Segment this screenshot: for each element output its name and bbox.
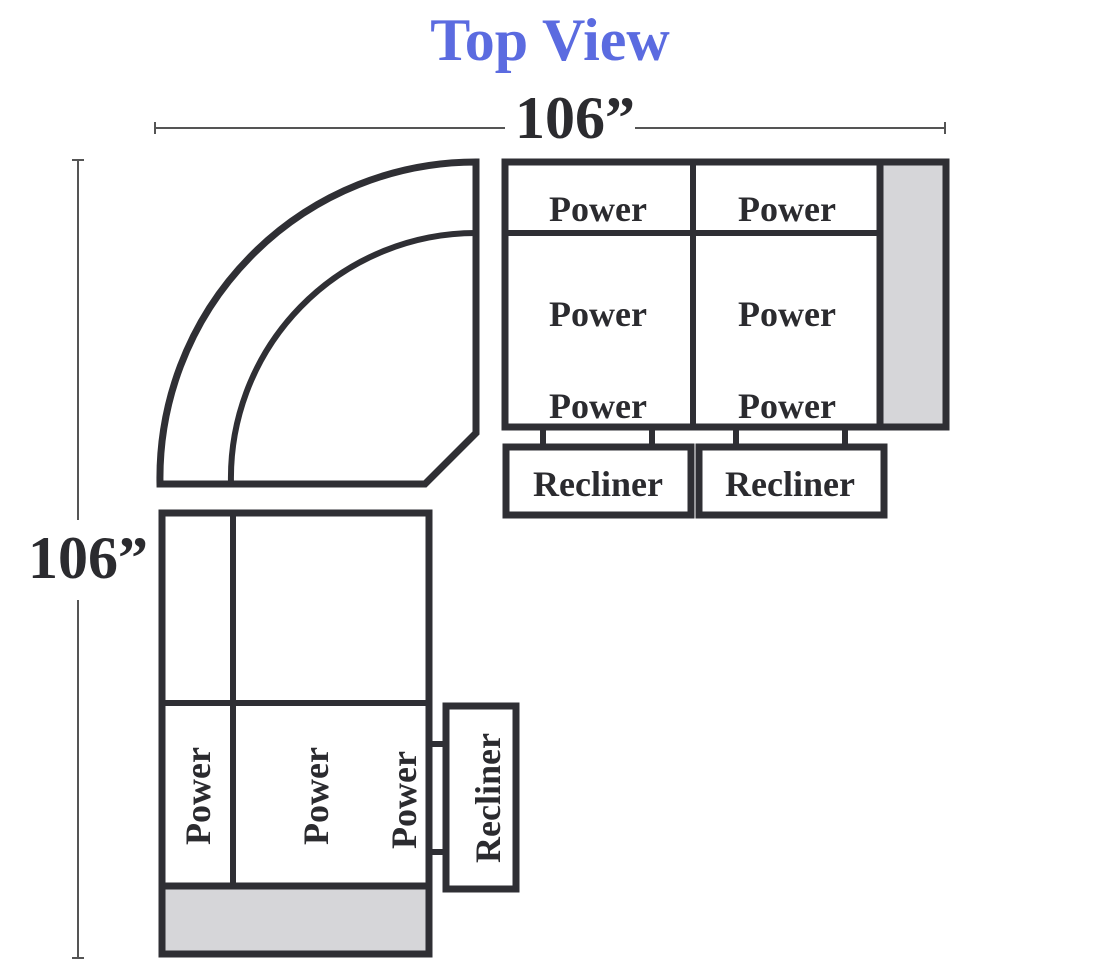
depth-dimension-label: 106”: [28, 525, 148, 591]
seat-3-recline-power-label: Power: [384, 751, 424, 849]
seat-3-lumbar-power-label: Power: [296, 747, 336, 845]
seat-1-recline-power-label: Power: [549, 386, 647, 426]
corner-wedge-outline: [156, 158, 480, 488]
recliner-footrest-2: [695, 443, 888, 519]
recliner-2-label: Recliner: [725, 464, 855, 504]
seat-2-lumbar-power-label: Power: [738, 294, 836, 334]
recliner-footrest-3: [442, 702, 520, 893]
recliner-footrest-1: [502, 443, 695, 519]
width-dimension: 106”: [154, 85, 946, 151]
seat-1-headrest-power-label: Power: [549, 189, 647, 229]
left-section: Power Power Power Recliner: [158, 509, 520, 958]
corner-wedge-section: [156, 158, 480, 488]
seat-3-headrest-power-label: Power: [178, 747, 218, 845]
seat-1-lumbar-power-label: Power: [549, 294, 647, 334]
seat-2-headrest-power-label: Power: [738, 189, 836, 229]
corner-wedge-inner-curve: [227, 230, 477, 485]
seat-2-recline-power-label: Power: [738, 386, 836, 426]
recliner-3-label: Recliner: [468, 733, 508, 863]
right-section-arm: [876, 158, 950, 431]
recliner-1-label: Recliner: [533, 464, 663, 504]
page-title: Top View: [430, 7, 670, 73]
left-section-body: [158, 509, 433, 890]
width-dimension-label: 106”: [515, 85, 635, 151]
left-section-arm: [158, 882, 433, 958]
right-section: Power Power Power Power Power Power Recl…: [501, 158, 950, 519]
depth-dimension: 106”: [28, 159, 148, 959]
